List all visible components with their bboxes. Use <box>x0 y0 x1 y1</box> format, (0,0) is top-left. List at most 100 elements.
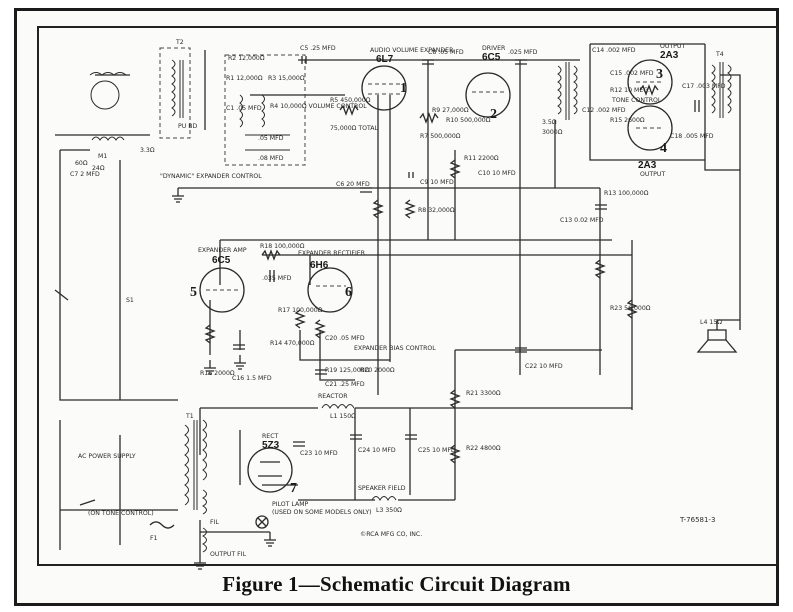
label-c11: .025 MFD <box>508 49 538 56</box>
tube-labels: AUDIO VOLUME EXPANDER 6L7 1 DRIVER 6C5 2… <box>190 43 685 496</box>
label-r4: R4 10,000Ω VOLUME CONTROL <box>270 103 367 110</box>
tube-4-role: OUTPUT <box>640 171 665 178</box>
tube-5-envelope <box>199 267 245 313</box>
label-t4: T4 <box>715 51 724 58</box>
tube-1-number: 1 <box>400 81 407 96</box>
tube-2-role: DRIVER <box>482 45 506 52</box>
label-c8: C8 .05 MFD <box>428 49 464 56</box>
label-r1: R1 12,000Ω <box>226 75 263 82</box>
label-r18: R18 100,000Ω <box>260 243 305 250</box>
tube-5-type: 6C5 <box>212 255 231 266</box>
label-l1: L1 150Ω <box>330 413 356 420</box>
label-c20: C20 .05 MFD <box>325 335 365 342</box>
label-c7: C7 2 MFD <box>70 171 100 178</box>
tube-2-envelope <box>465 72 511 118</box>
tube-3-role: OUTPUT <box>660 43 685 50</box>
label-pilot-note: (USED ON SOME MODELS ONLY) <box>272 509 372 516</box>
label-tone-control: TONE CONTROL <box>611 97 662 104</box>
label-r22: R22 4800Ω <box>466 445 501 452</box>
tube-6-envelope <box>307 267 353 313</box>
label-c5: C5 .25 MFD <box>300 45 336 52</box>
label-c6: C6 20 MFD <box>336 181 370 188</box>
speaker-field-l3 <box>371 496 397 502</box>
tube-6-role: EXPANDER RECTIFIER <box>298 250 366 257</box>
label-c16: C16 1.5 MFD <box>232 375 272 382</box>
tube-2-number: 2 <box>490 107 497 122</box>
label-c12: C12 .002 MFD <box>582 107 626 114</box>
tube-6-number: 6 <box>345 285 352 300</box>
grounds <box>172 188 276 570</box>
label-r21: R21 3300Ω <box>466 390 501 397</box>
tube-3-number: 3 <box>656 67 663 82</box>
output-transformer-t4 <box>711 62 732 118</box>
label-c1: C1 .05 MFD <box>226 105 262 112</box>
label-r15: R15 2600Ω <box>610 117 645 124</box>
label-c15: C15 .002 MFD <box>610 70 654 77</box>
tube-4-type: 2A3 <box>638 160 657 171</box>
label-c25: C25 10 MFD <box>418 447 456 454</box>
shield-boxes <box>159 47 306 166</box>
label-c23: C23 10 MFD <box>300 450 338 457</box>
wiring <box>55 43 741 555</box>
tube-1-role: AUDIO VOLUME EXPANDER <box>370 47 454 54</box>
label-t2: T2 <box>175 39 184 46</box>
tube-5-role: EXPANDER AMP <box>198 247 247 254</box>
tube-7-number: 7 <box>290 481 297 496</box>
tube-envelopes <box>199 59 673 493</box>
tube-1-type: 6L7 <box>376 54 394 65</box>
tube-3-type: 2A3 <box>660 50 679 61</box>
pickup-coil <box>89 72 127 141</box>
label-r9: R9 27,000Ω <box>432 107 469 114</box>
tube-5-number: 5 <box>190 285 197 300</box>
interstage-transformer <box>557 62 578 120</box>
label-c4: .08 MFD <box>258 155 284 162</box>
label-l3: L3 350Ω <box>376 507 402 514</box>
label-r23: R23 56,000Ω <box>610 305 651 312</box>
label-s1: S1 <box>126 297 134 304</box>
tone-network-coils <box>239 94 290 151</box>
fuse-and-switch <box>54 289 175 529</box>
tube-1-envelope <box>361 65 407 111</box>
label-t1: T1 <box>185 413 194 420</box>
label-c10: C10 10 MFD <box>478 170 516 177</box>
label-speaker-ohms: L4 15Ω <box>700 319 722 326</box>
label-bias-control: EXPANDER BIAS CONTROL <box>354 345 436 352</box>
label-h2: 3000Ω <box>542 129 563 136</box>
label-r19: R19 125,000Ω <box>325 367 370 374</box>
label-r7: R7 500,000Ω <box>420 133 461 140</box>
label-pilot-lamp: PILOT LAMP <box>272 501 309 508</box>
input-transformer-t2 <box>171 59 184 118</box>
label-reactor: REACTOR <box>318 393 348 400</box>
label-r16: R16 2000Ω <box>200 370 235 377</box>
label-3-3-ohms: 3.3Ω <box>140 147 155 154</box>
label-r12: R12 10 MEG. <box>610 87 650 94</box>
figure-caption: Figure 1—Schematic Circuit Diagram <box>222 572 571 596</box>
label-r13: R13 100,000Ω <box>604 190 649 197</box>
tube-7-role: RECT <box>262 433 279 440</box>
tube-7-envelope <box>247 447 293 493</box>
loudspeaker <box>696 319 740 353</box>
label-r8: R8 32,000Ω <box>418 207 455 214</box>
component-labels: C5 .25 MFD C8 .05 MFD .025 MFD R4 10,000… <box>70 39 726 558</box>
label-speaker-field: SPEAKER FIELD <box>358 485 406 492</box>
label-pu: PU BD <box>178 123 197 130</box>
power-transformer-t1 <box>184 419 207 553</box>
label-c22: C22 10 MFD <box>525 363 563 370</box>
label-r3: R3 15,000Ω <box>268 75 305 82</box>
label-f1: F1 <box>150 535 158 542</box>
label-on-tone: (ON TONE CONTROL) <box>88 510 154 517</box>
copyright-notice: ©RCA MFG CO, INC. <box>360 530 422 538</box>
label-c19: .035 MFD <box>262 275 292 282</box>
label-dynamic-control: "DYNAMIC" EXPANDER CONTROL <box>160 173 262 180</box>
label-c17: C17 .003 MFD <box>682 83 726 90</box>
label-c18: C18 .005 MFD <box>670 133 714 140</box>
label-h1: 3.5Ω <box>542 119 557 126</box>
label-r20: R20 2000Ω <box>360 367 395 374</box>
label-r11: R11 2200Ω <box>464 155 499 162</box>
pilot-lamp <box>255 515 269 529</box>
label-c13: C13 0.02 MFD <box>560 217 604 224</box>
label-r2: R2 12,000Ω <box>228 55 265 62</box>
label-r14: R14 470,000Ω <box>270 340 315 347</box>
label-ac-supply: AC POWER SUPPLY <box>78 453 136 460</box>
